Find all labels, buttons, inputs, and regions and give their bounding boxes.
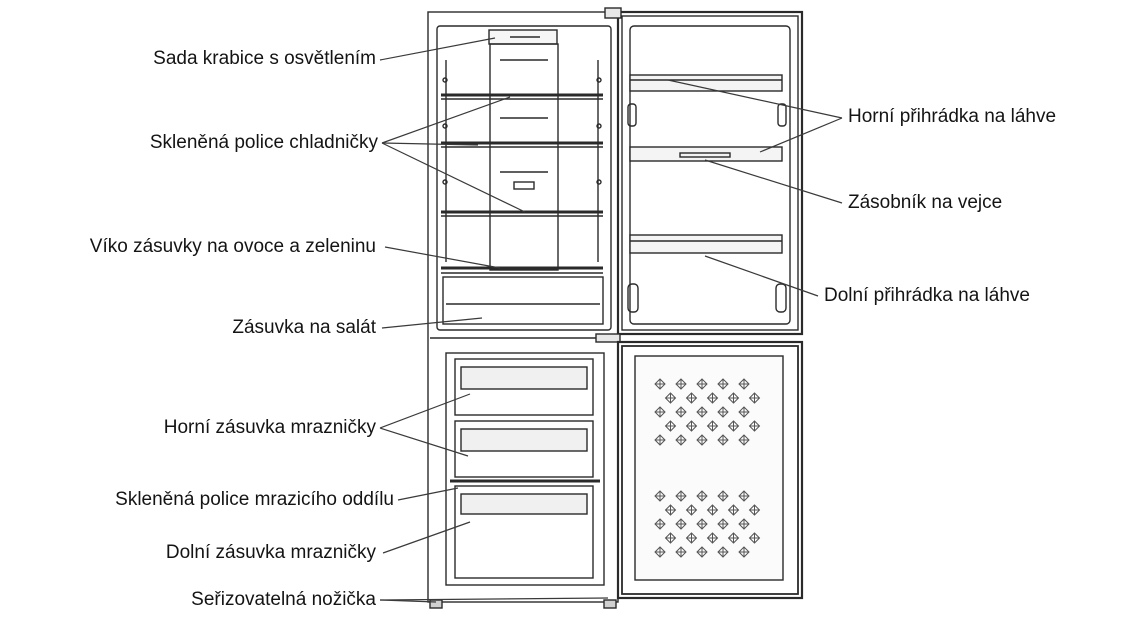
door-diamond (727, 532, 740, 544)
door-diamond (654, 518, 666, 530)
door-diamond (738, 406, 750, 418)
salad-drawer-box (442, 276, 604, 325)
leader-upper-bottle-a (667, 79, 843, 119)
door-diamond (727, 420, 740, 432)
label-light-box: Sada krabice s osvětlením (153, 48, 376, 69)
door-diamond (696, 546, 708, 558)
door-diamond (675, 434, 687, 446)
leader-lower-bottle (704, 255, 819, 297)
door-diamond (675, 490, 687, 502)
leader-egg-tray (704, 159, 843, 204)
door-diamond (675, 406, 687, 418)
rear-air-duct (489, 43, 559, 271)
door-diamond (748, 420, 761, 432)
freezer-compartment (445, 352, 605, 586)
door-diamond (748, 532, 761, 544)
door-diamond (717, 546, 729, 558)
leader-crisper-lid (384, 246, 501, 269)
foot-right (603, 599, 617, 609)
fridge-compartment (436, 25, 612, 331)
label-lower-bottle-rack: Dolní přihrádka na láhve (824, 285, 1030, 306)
label-freezer-upper-drawer: Horní zásuvka mrazničky (163, 417, 376, 438)
leader-salad-drawer (381, 317, 483, 329)
door-diamond (717, 518, 729, 530)
door-diamond (675, 518, 687, 530)
door-diamond (675, 378, 687, 390)
door-diamond (738, 518, 750, 530)
door-diamond (717, 434, 729, 446)
freezer-door-pattern (654, 378, 761, 558)
leader-light-box (379, 37, 496, 61)
egg-tray-unit (629, 146, 783, 162)
door-diamond (664, 504, 677, 516)
door-diamond (664, 420, 677, 432)
door-diamond (685, 532, 698, 544)
door-diamond (696, 378, 708, 390)
door-diamond (654, 546, 666, 558)
leader-fridge-shelf-c (381, 142, 526, 213)
door-diamond (654, 434, 666, 446)
door-diamond (727, 392, 740, 404)
door-diamond (706, 532, 719, 544)
leader-freezer-upper-a (379, 393, 471, 429)
door-diamond (685, 392, 698, 404)
door-diamond (685, 420, 698, 432)
leader-foot-b (379, 597, 609, 601)
door-diamond (738, 546, 750, 558)
door-diamond (664, 532, 677, 544)
leader-fridge-shelf-b (381, 142, 479, 146)
leader-freezer-lower (382, 521, 471, 554)
freezer-door (616, 340, 804, 600)
label-fridge-glass-shelf: Skleněná police chladničky (149, 132, 378, 153)
freezer-upper-drawer-2 (454, 420, 594, 478)
door-diamond (748, 504, 761, 516)
leader-upper-bottle-b (759, 117, 843, 153)
door-diamond (696, 406, 708, 418)
door-diamond (706, 420, 719, 432)
door-diamond (738, 434, 750, 446)
leader-fridge-shelf-a (381, 96, 511, 144)
freezer-lower-drawer-box (454, 485, 594, 579)
label-egg-tray: Zásobník na vejce (848, 192, 1003, 213)
freezer-upper-drawer-1 (454, 358, 594, 416)
door-diamond (727, 504, 740, 516)
door-diamond (654, 378, 666, 390)
door-diamond (738, 490, 750, 502)
door-diamond (675, 546, 687, 558)
door-diamond (696, 434, 708, 446)
door-diamond (738, 378, 750, 390)
door-diamond (706, 504, 719, 516)
door-diamond (696, 490, 708, 502)
label-freezer-glass-shelf: Skleněná police mrazicího oddílu (115, 489, 394, 510)
door-diamond (696, 518, 708, 530)
door-diamond (748, 392, 761, 404)
label-freezer-lower-drawer: Dolní zásuvka mrazničky (165, 542, 376, 563)
door-diamond (664, 392, 677, 404)
label-crisper-lid: Víko zásuvky na ovoce a zeleninu (89, 236, 376, 257)
foot-left (429, 599, 443, 609)
label-adjustable-foot: Seřizovatelná nožička (191, 589, 376, 610)
door-diamond (717, 406, 729, 418)
door-diamond (685, 504, 698, 516)
door-diamond (717, 490, 729, 502)
door-diamond (717, 378, 729, 390)
leader-freezer-glass (397, 487, 459, 501)
label-upper-bottle-rack: Horní přihrádka na láhve (848, 106, 1057, 127)
lower-bottle-rack-unit (629, 234, 783, 254)
leader-freezer-upper-b (379, 427, 469, 457)
door-diamond (654, 406, 666, 418)
label-salad-drawer: Zásuvka na salát (232, 317, 376, 338)
door-diamond (654, 490, 666, 502)
door-diamond (706, 392, 719, 404)
upper-bottle-rack-unit (629, 74, 783, 92)
fridge-door (616, 10, 804, 336)
